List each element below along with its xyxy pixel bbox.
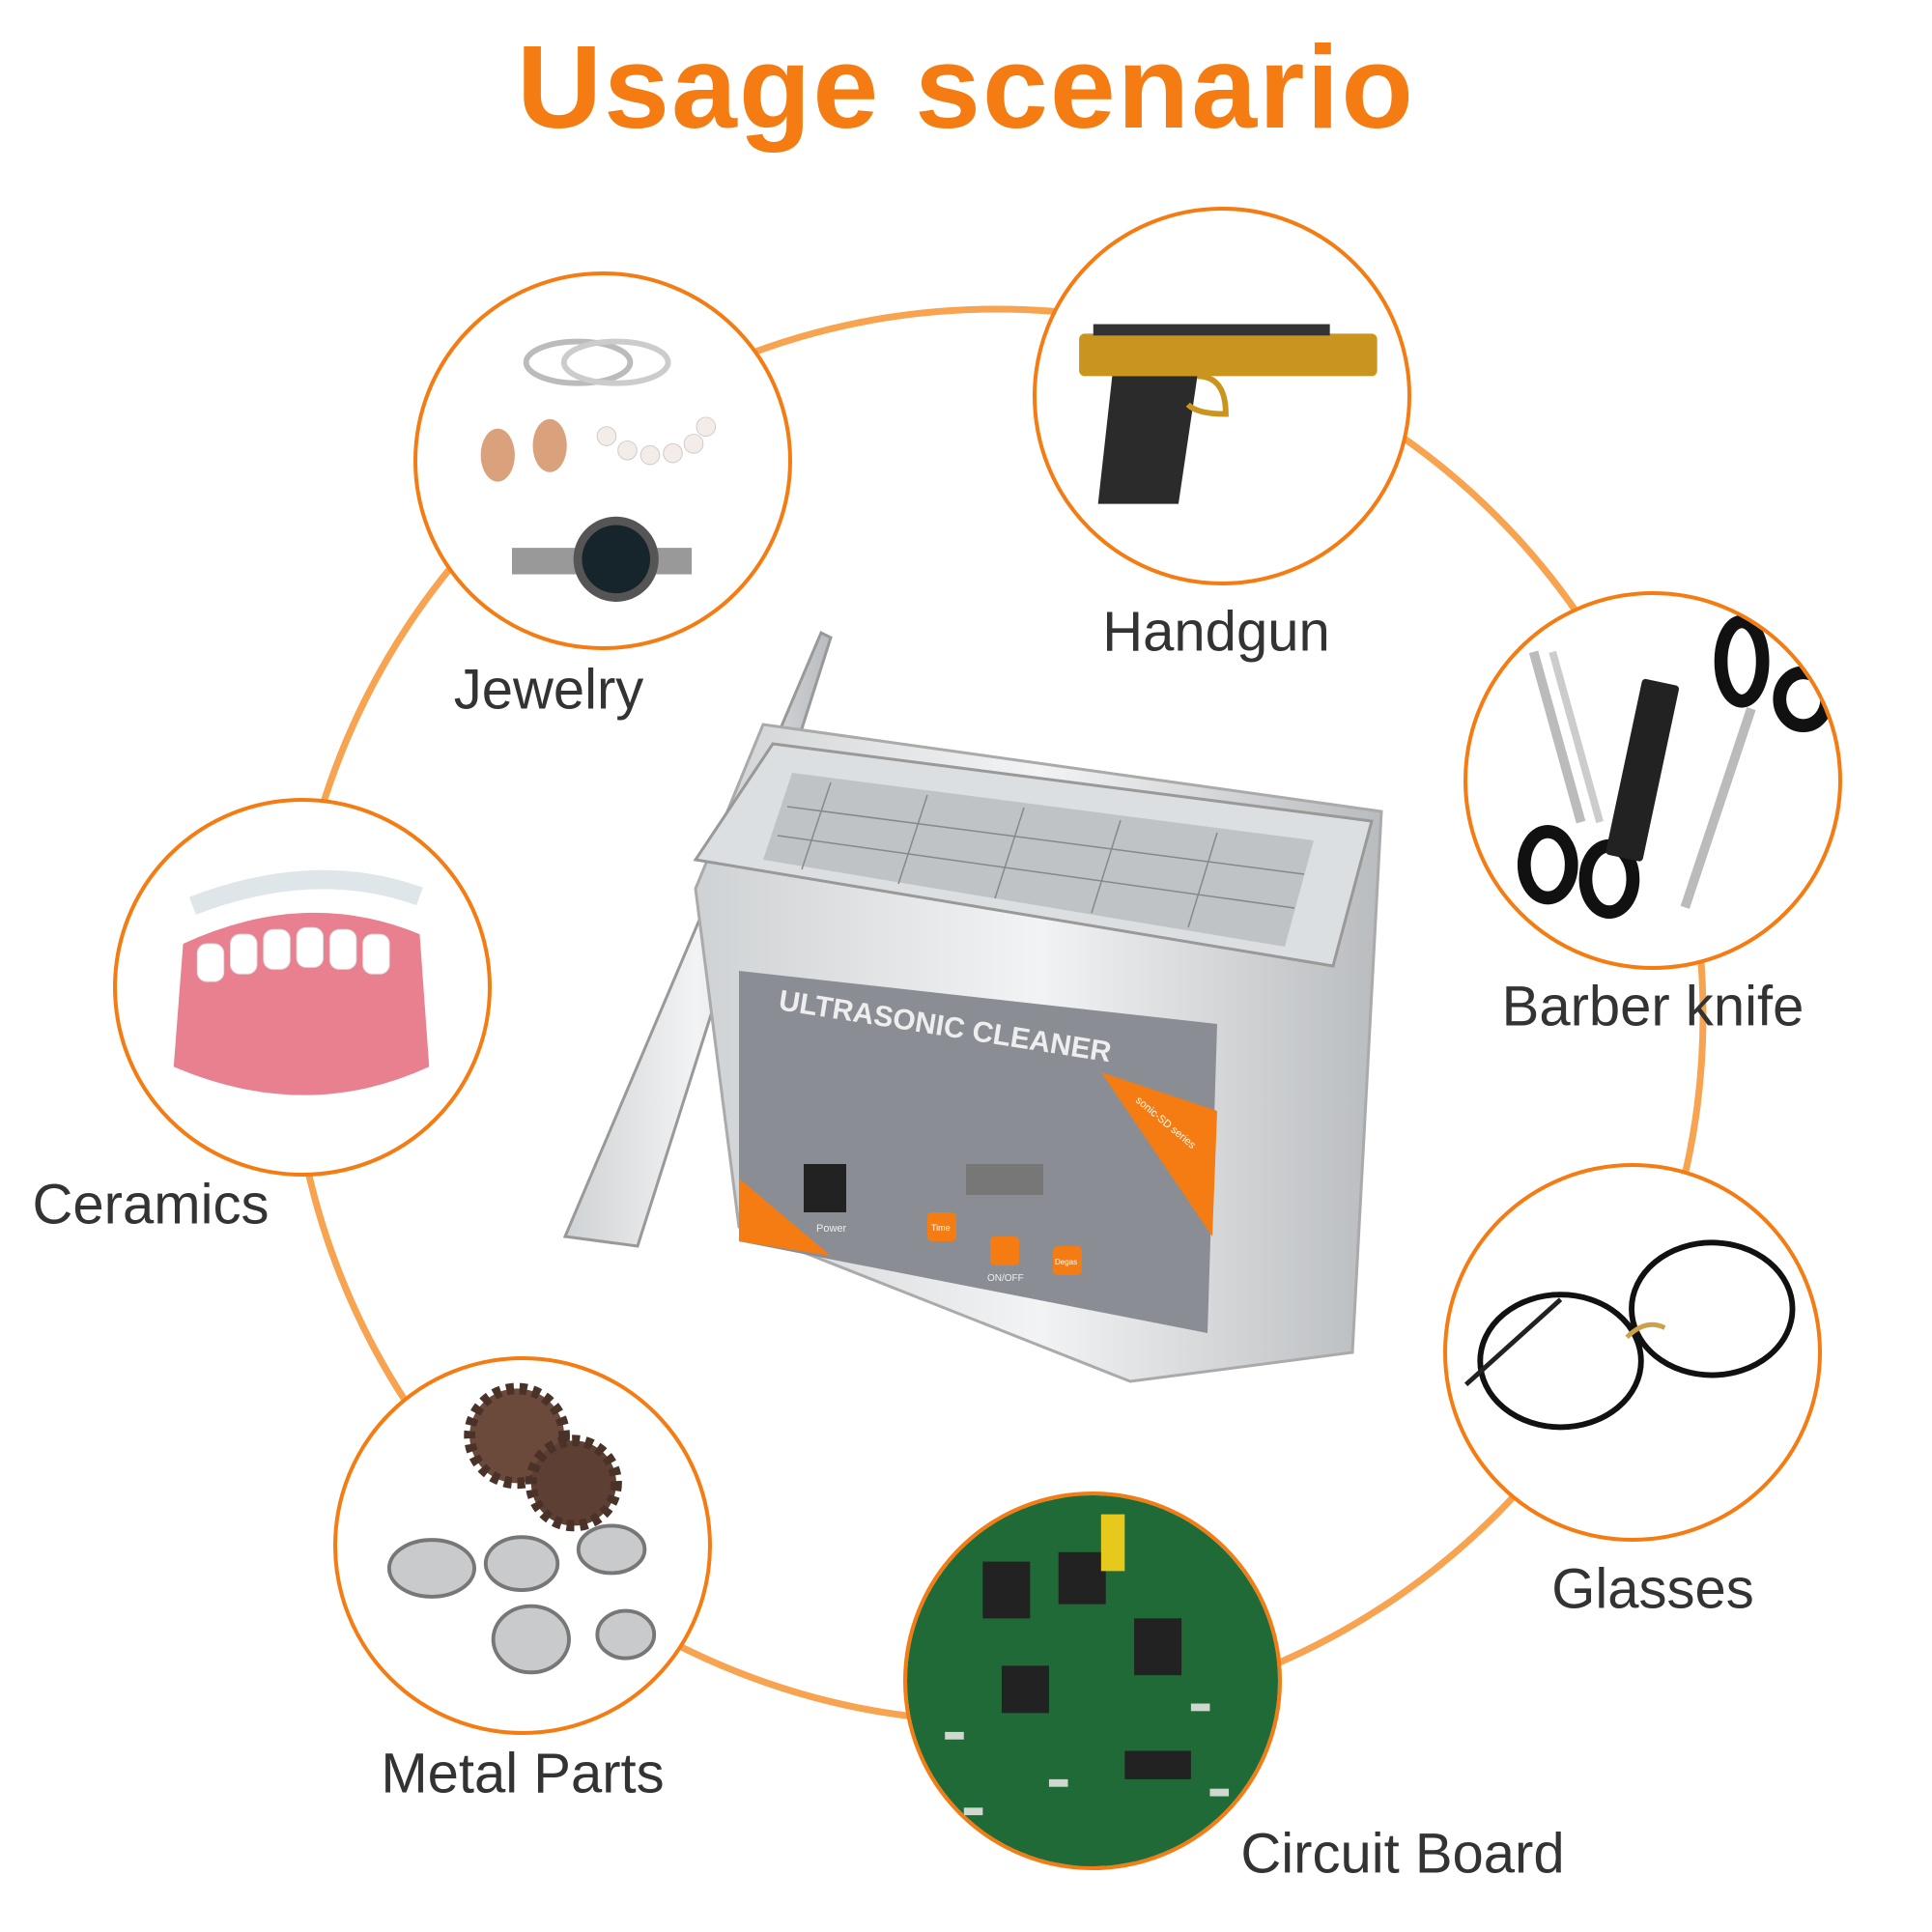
scenario-circuit-board (903, 1492, 1282, 1870)
label-jewelry: Jewelry (453, 658, 644, 722)
scenario-glasses (1443, 1163, 1822, 1542)
scenario-jewelry (413, 271, 792, 650)
label-metal-parts: Metal Parts (381, 1742, 665, 1805)
label-glasses: Glasses (1551, 1557, 1754, 1621)
scenario-barber-knife (1463, 591, 1842, 970)
jewelry-icon (480, 338, 717, 602)
scissors-comb-icon (1517, 614, 1834, 920)
scenario-handgun (1033, 207, 1411, 585)
degas-button-label: Degas (1055, 1258, 1077, 1266)
ultrasonic-cleaner-image: ULTRASONIC CLEANER sonic-SD series Power… (562, 630, 1383, 1383)
page-title: Usage scenario (517, 21, 1415, 153)
gears-bearings-icon (386, 1382, 657, 1675)
onoff-button-label: ON/OFF (987, 1273, 1024, 1284)
scenario-ceramics (113, 798, 492, 1177)
label-circuit-board: Circuit Board (1240, 1822, 1565, 1886)
handgun-icon (1079, 324, 1378, 504)
dentures-icon (173, 869, 430, 1095)
scenario-metal-parts (333, 1356, 712, 1735)
time-button-label: Time (931, 1223, 951, 1233)
label-handgun: Handgun (1102, 600, 1330, 664)
label-barber-knife: Barber knife (1501, 975, 1804, 1038)
circuit-board-icon (907, 1495, 1278, 1866)
power-switch (804, 1164, 846, 1212)
power-label: Power (816, 1223, 847, 1235)
label-ceramics: Ceramics (32, 1173, 270, 1236)
glasses-icon (1463, 1239, 1796, 1431)
digital-display (966, 1164, 1043, 1195)
